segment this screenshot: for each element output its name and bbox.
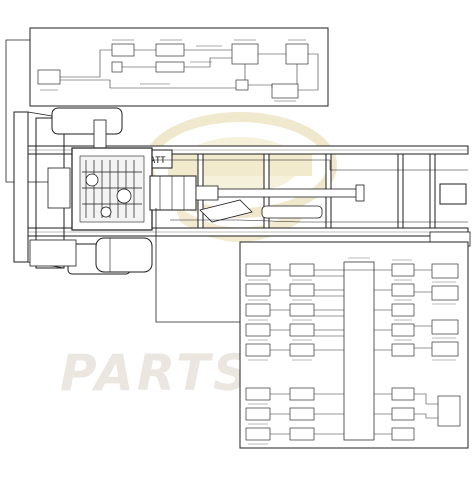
upper-inset-schematic: [5, 27, 329, 183]
lower-callout-line: [155, 208, 240, 323]
battery-label: BATT: [145, 156, 165, 166]
engine-assembly: [47, 147, 153, 231]
lower-inset-schematic: [239, 241, 469, 449]
